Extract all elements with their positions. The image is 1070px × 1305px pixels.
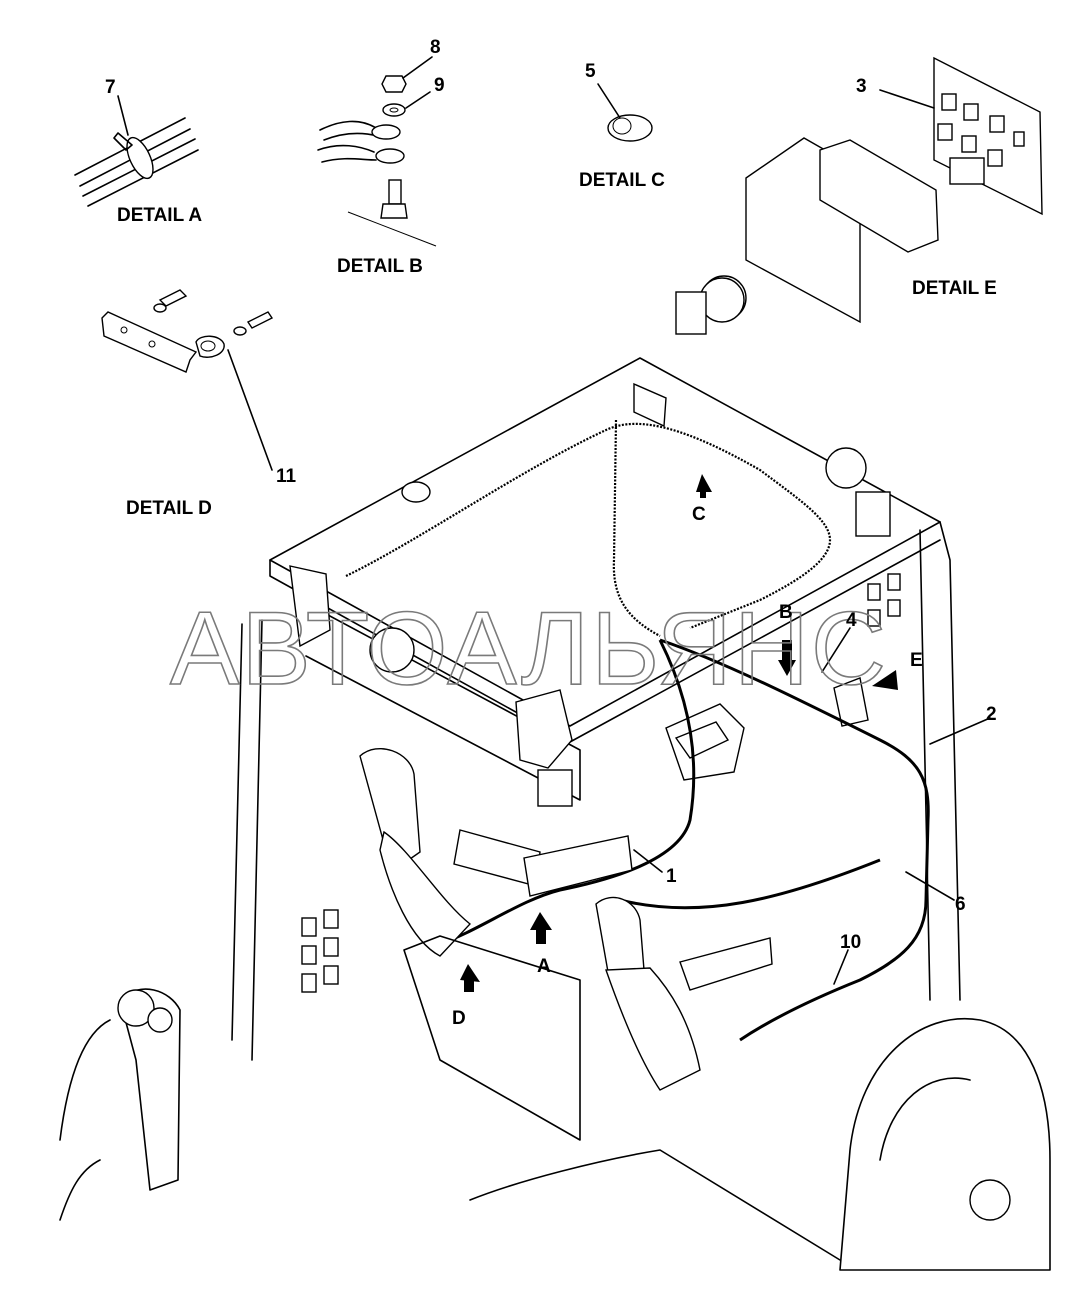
watermark: АВТОАЛЬЯНС	[170, 591, 888, 707]
view-label-a: A	[537, 956, 551, 977]
callout-4: 4	[846, 610, 857, 631]
view-label-b: B	[779, 602, 793, 623]
view-arrow-b	[778, 640, 796, 676]
callout-1: 1	[666, 866, 677, 887]
detail-e-illustration	[745, 56, 1043, 324]
callout-3: 3	[856, 76, 867, 97]
detail-b-illustration	[317, 56, 437, 247]
detail-b-caption: DETAIL B	[337, 256, 423, 277]
view-label-c: C	[692, 504, 706, 525]
callout-2: 2	[986, 704, 997, 725]
leader-lines	[633, 627, 991, 985]
side-grille-left	[301, 909, 339, 993]
side-grille-right	[867, 573, 901, 627]
machine-cab-illustration	[59, 275, 1051, 1271]
view-arrow-c	[696, 474, 712, 498]
callout-6: 6	[955, 894, 966, 915]
detail-e-caption: DETAIL E	[912, 278, 997, 299]
view-arrow-a	[530, 912, 552, 944]
detail-d-illustration	[101, 289, 274, 471]
tire-rear	[839, 1018, 1051, 1271]
view-label-d: D	[452, 1008, 466, 1029]
callout-10: 10	[840, 932, 861, 953]
detail-a-caption: DETAIL A	[117, 205, 202, 226]
view-arrow-d	[460, 964, 480, 992]
detail-a-illustration	[74, 95, 199, 207]
callout-5: 5	[585, 61, 596, 82]
view-arrow-e	[872, 670, 898, 690]
view-label-e: E	[910, 650, 923, 671]
detail-d-caption: DETAIL D	[126, 498, 212, 519]
callout-11: 11	[276, 466, 297, 487]
detail-c-caption: DETAIL C	[579, 170, 665, 191]
detail-c-illustration	[597, 83, 653, 142]
callout-9: 9	[434, 75, 445, 96]
callout-7: 7	[105, 77, 116, 98]
callout-8: 8	[430, 37, 441, 58]
